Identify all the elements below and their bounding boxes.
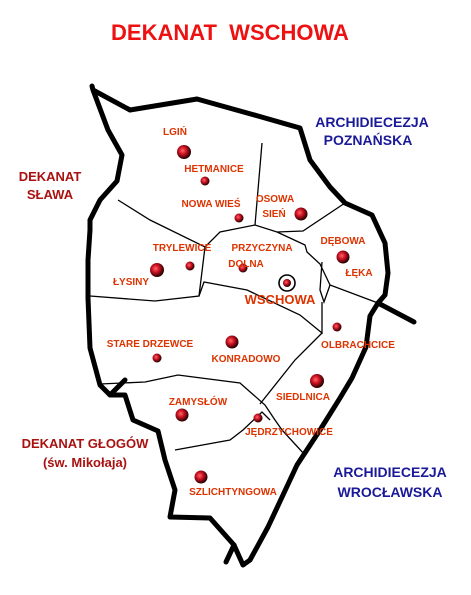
church-marker-osowa-sien	[294, 207, 308, 221]
label-zamyslow: ZAMYSŁÓW	[169, 395, 228, 408]
label-dolna: DOLNA	[228, 259, 264, 270]
church-marker-nowa-wies	[234, 213, 244, 223]
church-marker-lysiny	[150, 263, 164, 277]
label-debowa: DĘBOWA	[321, 236, 366, 247]
deanery-outer-boundary	[85, 83, 417, 568]
label-hetmanice: HETMANICE	[184, 164, 244, 175]
dekanat-glogow-label: DEKANAT GŁOGÓW (św. Mikołaja)	[22, 436, 150, 470]
label-przyczyna: PRZYCZYNA	[231, 243, 292, 254]
church-marker-przyczyna-dolna	[238, 263, 248, 273]
svg-text:DEKANAT: DEKANAT	[19, 169, 82, 184]
svg-text:SŁAWA: SŁAWA	[27, 187, 74, 202]
church-marker-hetmanice	[200, 176, 210, 186]
map-title: DEKANAT WSCHOWA	[111, 20, 349, 45]
dekanat-slawa-label: DEKANAT SŁAWA	[19, 169, 82, 202]
label-stare-drzewce: STARE DRZEWCE	[107, 339, 194, 350]
label-leka: ŁĘKA	[345, 268, 372, 279]
church-marker-stare-drzewce	[152, 353, 162, 363]
parish-boundaries	[89, 142, 379, 457]
church-marker-trylewice	[185, 261, 195, 271]
archdiocese-poznan-label: ARCHIDIECEZJA POZNAŃSKA	[315, 114, 429, 148]
label-sien: SIEŃ	[262, 207, 285, 220]
church-marker-konradowo	[225, 335, 239, 349]
church-marker-jedrzychowice	[253, 413, 263, 423]
label-konradowo: KONRADOWO	[212, 354, 281, 365]
church-markers	[150, 145, 350, 484]
svg-text:ARCHIDIECEZJA: ARCHIDIECEZJA	[333, 464, 447, 480]
label-trylewice: TRYLEWICE	[153, 243, 212, 254]
place-labels: LGIŃ HETMANICE NOWA WIEŚ OSOWA SIEŃ TRYL…	[107, 125, 396, 498]
label-nowa-wies: NOWA WIEŚ	[181, 197, 240, 210]
label-wschowa: WSCHOWA	[245, 292, 316, 307]
church-marker-olbrachcice	[332, 322, 342, 332]
label-szlichtyngowa: SZLICHTYNGOWA	[189, 487, 277, 498]
label-jedrzychowice: JĘDRZYCHOWICE	[245, 427, 333, 438]
church-marker-zamyslow	[175, 408, 189, 422]
svg-text:ARCHIDIECEZJA: ARCHIDIECEZJA	[315, 114, 429, 130]
svg-text:POZNAŃSKA: POZNAŃSKA	[324, 132, 413, 148]
svg-text:(św. Mikołaja): (św. Mikołaja)	[43, 455, 127, 470]
church-marker-szlichtyngowa	[194, 470, 208, 484]
label-olbrachcice: OLBRACHCICE	[321, 340, 395, 351]
svg-text:DEKANAT GŁOGÓW: DEKANAT GŁOGÓW	[22, 436, 150, 451]
label-lgin: LGIŃ	[163, 125, 187, 138]
church-marker-debowa-leka	[336, 250, 350, 264]
label-osowa: OSOWA	[256, 194, 294, 205]
label-siedlnica: SIEDLNICA	[276, 392, 330, 403]
church-marker-siedlnica	[310, 374, 324, 388]
church-marker-lgin	[177, 145, 191, 159]
label-lysiny: ŁYSINY	[113, 277, 149, 288]
svg-text:WROCŁAWSKA: WROCŁAWSKA	[338, 484, 443, 500]
wschowa-seat-marker	[278, 274, 296, 292]
archdiocese-wroclaw-label: ARCHIDIECEZJA WROCŁAWSKA	[333, 464, 447, 500]
